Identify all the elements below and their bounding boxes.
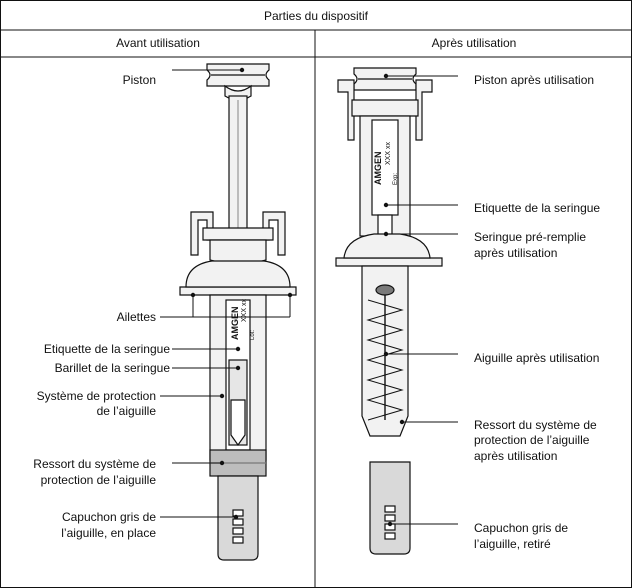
column-header-after: Après utilisation — [432, 36, 517, 50]
label-ressort-after-line3: après utilisation — [474, 449, 557, 463]
syringe-before-use — [179, 63, 297, 561]
label-ressort-after-line1: Ressort du système de — [474, 418, 597, 432]
label-capuchon-after-line1: Capuchon gris de — [474, 521, 568, 535]
label-ressort-before-line1: Ressort du système de — [33, 457, 156, 471]
label-seringue-line2: après utilisation — [474, 246, 557, 260]
label-barillet: Barillet de la seringue — [55, 361, 171, 375]
leader-dots-after — [383, 73, 405, 527]
syringe-barrel-after — [371, 119, 399, 216]
label-ressort-after-line2: protection de l’aiguille — [474, 433, 590, 447]
syringe-label-code-after: XXX xx — [385, 142, 392, 165]
syringe-after-use — [335, 67, 443, 555]
label-piston-before: Piston — [123, 73, 156, 87]
syringe-label-lot-before: Lot: — [250, 330, 256, 340]
syringe-label-brand-before: AMGEN — [230, 307, 240, 341]
label-capuchon-before-line2: l’aiguille, en place — [61, 526, 156, 540]
grey-needle-cap — [217, 475, 259, 561]
label-piston-after: Piston après utilisation — [474, 73, 594, 87]
label-ailettes: Ailettes — [117, 310, 156, 324]
syringe-label-code-before: XXX xx — [241, 299, 248, 322]
label-seringue-line1: Seringue pré-remplie — [474, 230, 586, 244]
label-protection-line2: de l’aiguille — [97, 404, 157, 418]
label-capuchon-before-line1: Capuchon gris de — [62, 510, 156, 524]
finger-flange — [179, 286, 297, 296]
table-title: Parties du dispositif — [264, 9, 369, 23]
label-protection-line1: Système de protection — [37, 389, 156, 403]
label-capuchon-after-line2: l’aiguille, retiré — [474, 537, 551, 551]
column-header-before: Avant utilisation — [116, 36, 200, 50]
syringe-label-exp-after: Exp: — [393, 173, 399, 185]
leader-lines-before — [160, 69, 291, 518]
label-etiquette-after: Etiquette de la seringue — [474, 201, 600, 215]
plunger-stopper-after — [375, 284, 395, 296]
leader-dots-before — [190, 67, 293, 520]
leader-lines-after — [386, 75, 458, 525]
label-etiquette-before: Etiquette de la seringue — [44, 342, 170, 356]
syringe-label-brand-after: AMGEN — [373, 152, 383, 186]
label-ressort-before-line2: protection de l’aiguille — [41, 473, 157, 487]
finger-flange-after — [335, 257, 443, 267]
guard-spring-after — [366, 299, 404, 421]
label-aiguille-after: Aiguille après utilisation — [474, 351, 599, 365]
